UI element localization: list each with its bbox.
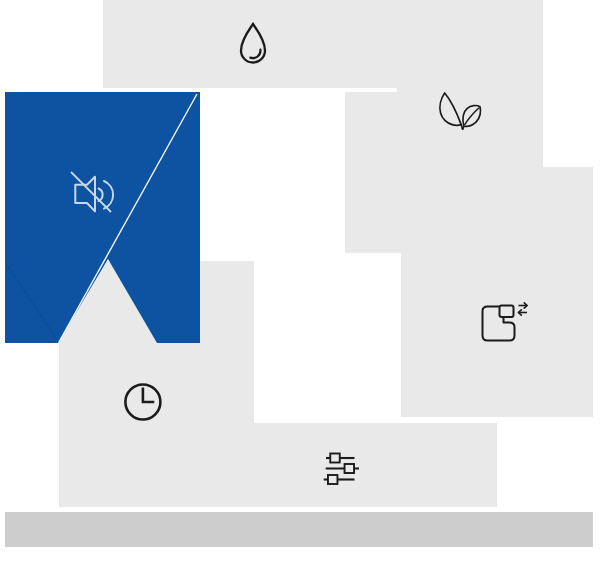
tile-top-right bbox=[397, 0, 543, 167]
sliders-icon bbox=[322, 450, 362, 486]
plug-swap-icon bbox=[480, 301, 530, 345]
tile-right bbox=[401, 167, 593, 417]
bottom-bar bbox=[5, 512, 593, 547]
water-drop-icon bbox=[239, 22, 269, 66]
muted-speaker-icon bbox=[68, 167, 116, 215]
blue-ribbon bbox=[5, 92, 200, 343]
tile-upper-mid bbox=[345, 92, 401, 253]
leaf-icon bbox=[438, 91, 482, 135]
clock-icon bbox=[123, 381, 165, 423]
